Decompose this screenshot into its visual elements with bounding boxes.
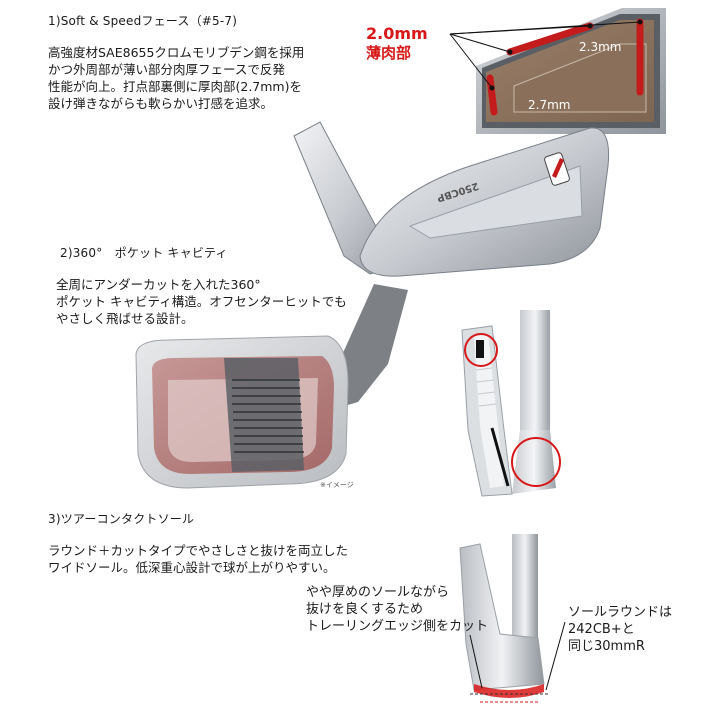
- club-head-image: [293, 121, 610, 277]
- thin-thickness-label: 2.0mm: [366, 24, 428, 43]
- section2-body: 全周にアンダーカットを入れた360° ポケット キャビティ構造。オフセンターヒッ…: [56, 277, 347, 326]
- section2-heading: 2)360° ポケット キャビティ: [60, 246, 228, 260]
- cavity-illustration: [135, 284, 408, 489]
- sole-callout-right: ソールラウンドは 242CB+と 同じ30mmR: [568, 605, 673, 654]
- face-thickness-diagram: [449, 8, 666, 134]
- thick-thickness-label: 2.7mm: [528, 98, 571, 112]
- section1-heading: 1)Soft & Speedフェース（#5-7): [48, 14, 238, 28]
- section3-heading: 3)ツアーコンタクトソール: [48, 512, 195, 526]
- sole-illustration: [459, 534, 548, 703]
- image-note: ※イメージ: [320, 481, 354, 489]
- cavity-cross-section: [461, 310, 561, 497]
- thin-part-label: 薄肉部: [366, 44, 412, 62]
- sole-callout-left: やや厚めのソールながら 抜けを良くするため トレーリングエッジ側をカット: [306, 585, 489, 634]
- section3-body: ラウンド＋カットタイプでやさしさと抜けを両立した ワイドソール。低深重心設計で球…: [48, 543, 349, 575]
- mid-thickness-label: 2.3mm: [579, 40, 622, 54]
- section1-body: 高強度材SAE8655クロムモリブデン鋼を採用 かつ外周部が薄い部分肉厚フェース…: [48, 45, 305, 111]
